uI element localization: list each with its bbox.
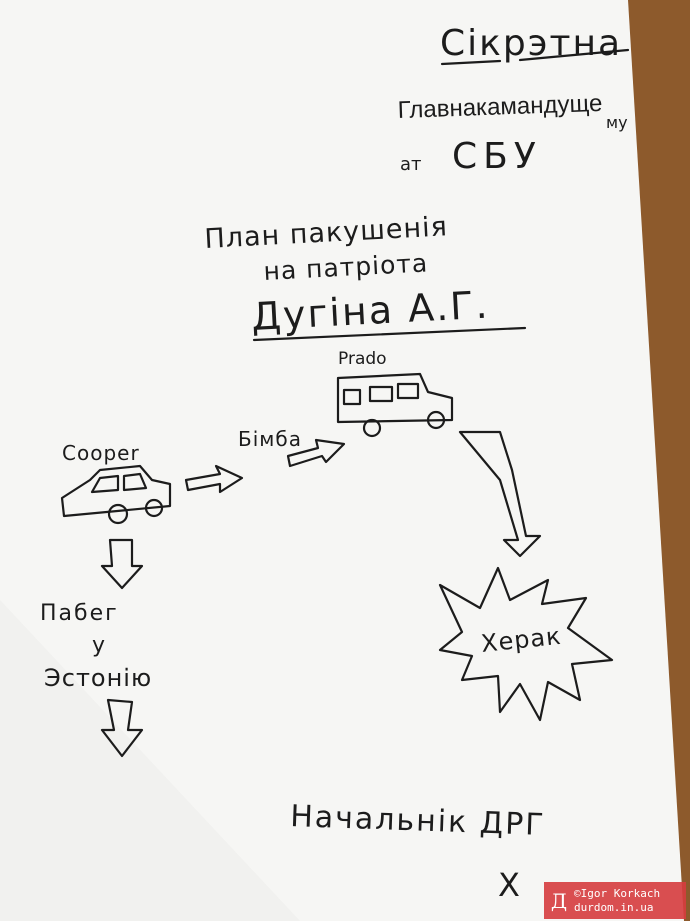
addressee-org: СБУ bbox=[452, 136, 542, 177]
addressee-prefix: ат bbox=[400, 154, 422, 175]
paper-shadow bbox=[0, 600, 300, 921]
arrow-up-right-icon bbox=[286, 438, 346, 468]
title-secret: Сікрэтна bbox=[440, 23, 622, 64]
car-label-prado: Prado bbox=[338, 349, 387, 369]
watermark-site: durdom.in.ua bbox=[574, 900, 654, 914]
addressee-suffix: му bbox=[606, 113, 628, 132]
target-underline bbox=[252, 326, 527, 342]
arrow-down-curve-icon bbox=[458, 430, 542, 558]
title-underline-2 bbox=[518, 48, 630, 62]
escape-line-3: Эстонію bbox=[44, 664, 152, 692]
escape-line-2: у bbox=[92, 633, 105, 658]
title-underline bbox=[440, 59, 502, 66]
watermark-logo: Д bbox=[550, 888, 568, 913]
explosion-drawing bbox=[438, 566, 614, 722]
arrow-right-icon bbox=[184, 464, 244, 494]
car-label-cooper: Cooper bbox=[62, 441, 140, 465]
signature-mark: Х bbox=[498, 866, 520, 904]
watermark-author: ©Igor Korkach bbox=[574, 886, 661, 900]
arrow-down-icon bbox=[100, 538, 144, 590]
escape-line-1: Пабег bbox=[40, 601, 119, 626]
arrow-down-icon-2 bbox=[100, 698, 144, 758]
bomb-label: Бімба bbox=[238, 427, 302, 451]
watermark: Д ©Igor Korkach durdom.in.ua bbox=[544, 882, 686, 919]
cooper-car-drawing bbox=[60, 464, 172, 525]
prado-car-drawing bbox=[336, 372, 454, 438]
